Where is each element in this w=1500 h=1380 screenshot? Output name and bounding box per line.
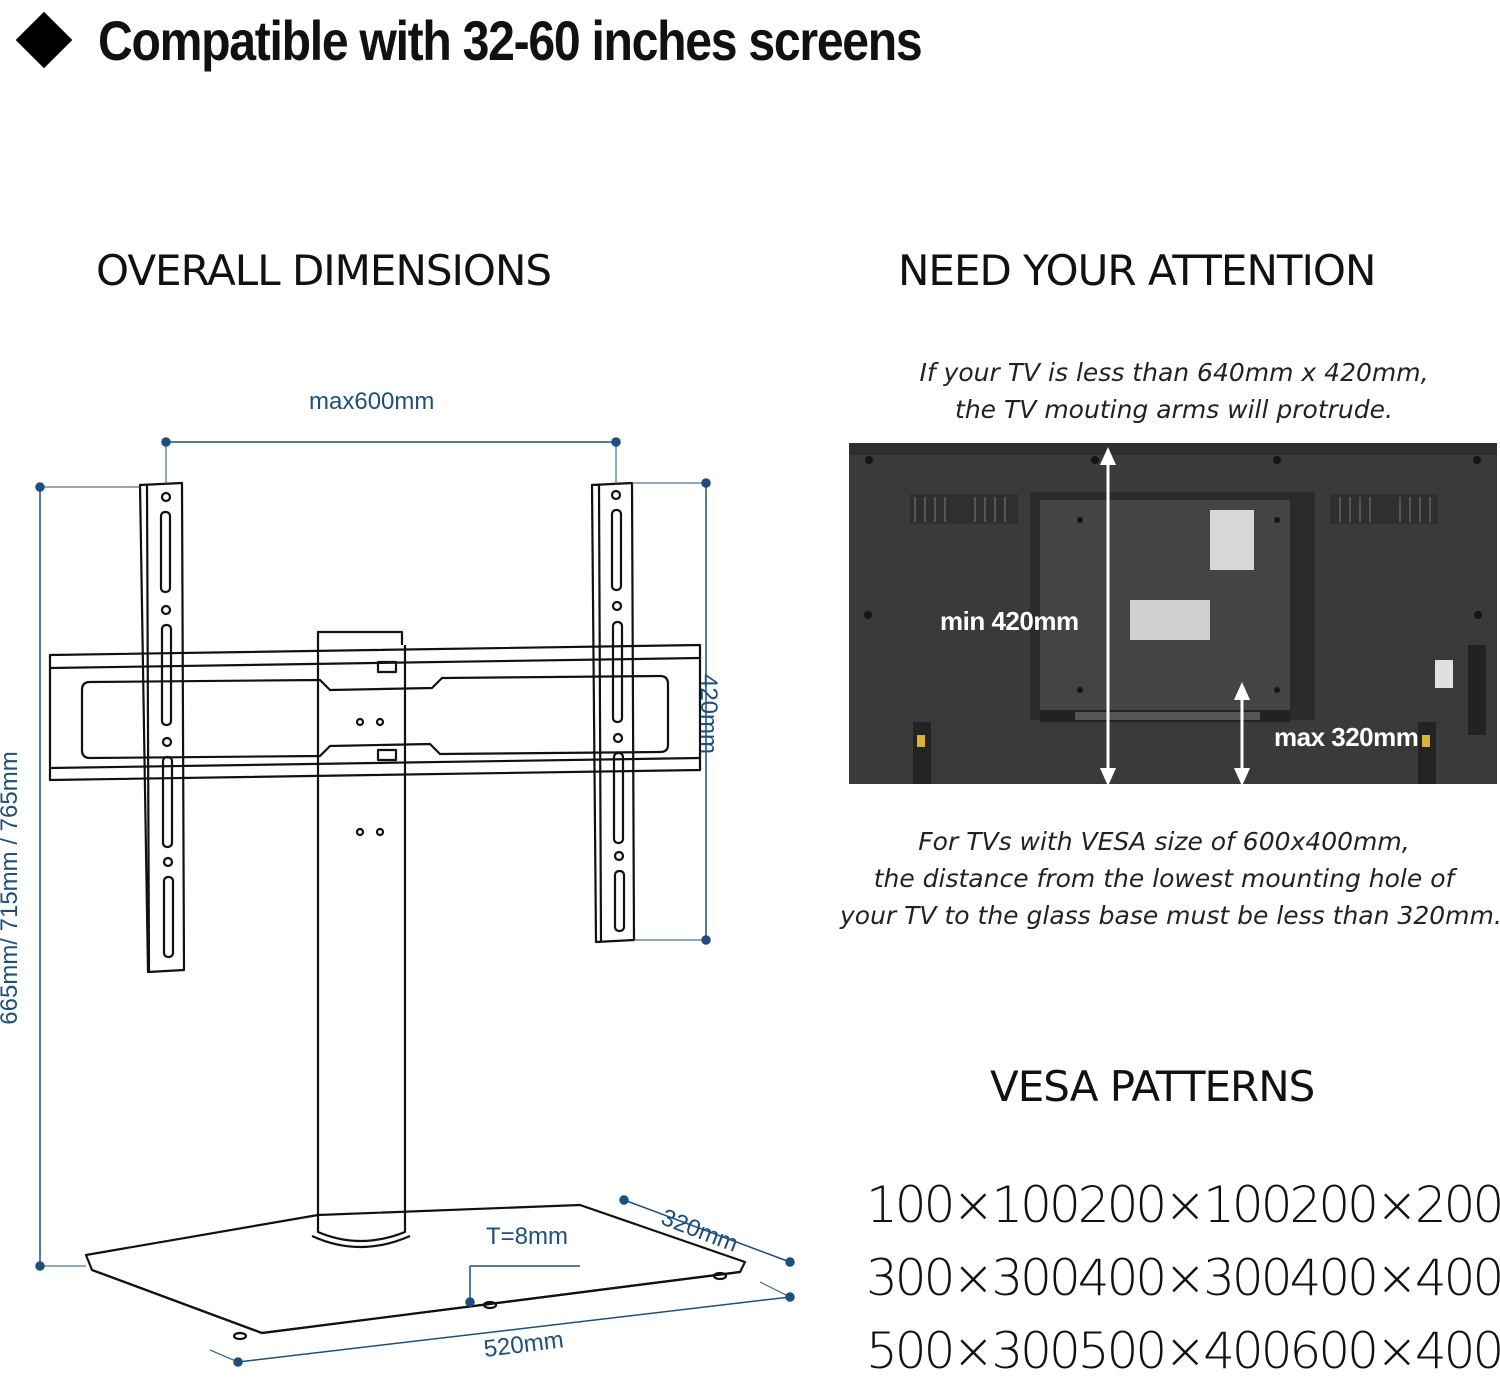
note-bottom-line: your TV to the glass base must be less t… xyxy=(840,901,1500,930)
glass-thickness-label: T=8mm xyxy=(486,1223,569,1250)
vesa-pattern: 500×300 xyxy=(866,1322,1081,1380)
vesa-pattern: 200×200 xyxy=(1289,1176,1500,1234)
headline-text: Compatible with 32-60 inches screens xyxy=(98,8,923,72)
note-top-line: the TV mouting arms will protrude. xyxy=(955,395,1393,424)
vesa-pattern: 600×400 xyxy=(1289,1322,1500,1380)
total-height-label: 665mm/ 715mm / 765mm xyxy=(0,751,23,1025)
vesa-pattern: 500×400 xyxy=(1077,1322,1293,1380)
horizontal-bracket xyxy=(48,643,702,782)
vesa-pattern: 200×100 xyxy=(1077,1176,1293,1234)
vesa-pattern: 400×400 xyxy=(1289,1249,1500,1307)
headline: Compatible with 32-60 inches screens xyxy=(6,0,1055,80)
attention-note-top: If your TV is less than 640mm x 420mm, t… xyxy=(850,354,1498,428)
stand-column xyxy=(316,645,407,1243)
vesa-patterns-title: VESA PATTERNS xyxy=(990,1062,1315,1111)
left-mounting-arm xyxy=(138,481,186,974)
tv-back-illustration xyxy=(849,443,1497,786)
vesa-pattern: 300×300 xyxy=(866,1249,1081,1307)
note-bottom-line: For TVs with VESA size of 600x400mm, xyxy=(918,827,1410,856)
vesa-row: 100×100 200×100 200×200 xyxy=(866,1176,1500,1234)
min-height-label: min 420mm xyxy=(940,606,1079,636)
note-bottom-line: the distance from the lowest mounting ho… xyxy=(873,864,1455,893)
max-width-label: max600mm xyxy=(309,388,435,415)
max-distance-label: max 320mm xyxy=(1274,722,1419,752)
attention-note-bottom: For TVs with VESA size of 600x400mm, the… xyxy=(840,823,1500,934)
vesa-pattern: 100×100 xyxy=(866,1176,1081,1234)
arm-height-label: 420mm xyxy=(695,673,723,755)
note-top-line: If your TV is less than 640mm x 420mm, xyxy=(919,358,1429,387)
overall-dimensions-title: OVERALL DIMENSIONS xyxy=(96,246,552,295)
need-attention-title: NEED YOUR ATTENTION xyxy=(898,246,1376,295)
vesa-row: 500×300 500×400 600×400 xyxy=(866,1322,1500,1380)
vesa-row: 300×300 400×300 400×400 xyxy=(866,1249,1500,1307)
vesa-pattern: 400×300 xyxy=(1077,1249,1293,1307)
